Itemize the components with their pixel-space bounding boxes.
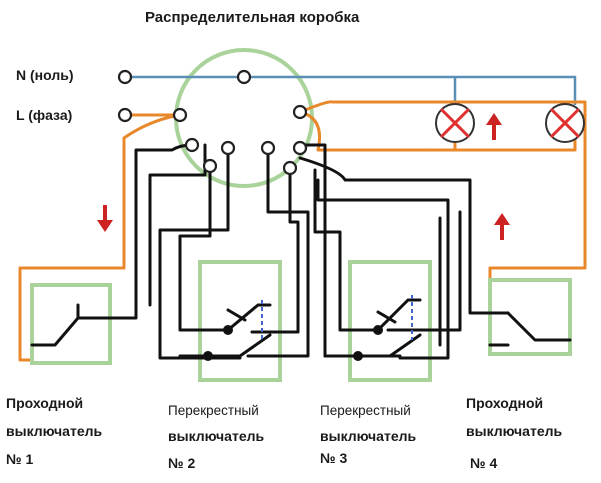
arrow-icon xyxy=(486,113,502,140)
switch-box-3 xyxy=(348,260,432,382)
junction-lamp-terminal xyxy=(292,104,308,120)
junction-terminal-3 xyxy=(260,140,276,156)
junction-neutral-terminal xyxy=(236,69,252,85)
switch-2-contacts xyxy=(178,300,272,361)
arrow-icon xyxy=(494,213,510,240)
switch-3-contacts xyxy=(323,295,422,361)
caption-switch-4: Проходной выключатель № 4 xyxy=(466,395,563,471)
signal-wires xyxy=(106,143,510,360)
lamp-icon xyxy=(545,103,585,143)
neutral-terminal xyxy=(117,69,133,85)
switch-box-1 xyxy=(30,283,112,365)
switch-4-contacts xyxy=(488,311,572,347)
switch-2-node-top xyxy=(223,325,233,335)
neutral-wire xyxy=(125,75,577,105)
switch-1-kind: выключатель xyxy=(6,423,103,439)
junction-terminal-1 xyxy=(184,137,200,153)
switch-4-type: Проходной xyxy=(466,395,543,411)
switch-3-number: № 3 xyxy=(320,450,347,466)
phase-terminal xyxy=(117,107,133,123)
switch-4-number: № 4 xyxy=(470,455,497,471)
switch-3-type: Перекрестный xyxy=(320,403,411,418)
switch-2-kind: выключатель xyxy=(168,428,265,444)
arrow-icon xyxy=(97,205,113,232)
junction-phase-in-terminal xyxy=(172,107,188,123)
caption-switch-2: Перекрестный выключатель № 2 xyxy=(168,403,265,471)
switch-2-type: Перекрестный xyxy=(168,403,259,418)
junction-terminal-6 xyxy=(282,160,298,176)
switch-3-kind: выключатель xyxy=(320,428,417,444)
junction-terminal-2 xyxy=(220,140,236,156)
phase-label: L (фаза) xyxy=(16,107,72,123)
switch-1-number: № 1 xyxy=(6,451,33,467)
switch-2-number: № 2 xyxy=(168,455,195,471)
junction-terminal-4 xyxy=(292,140,308,156)
switch-1-contacts xyxy=(30,303,110,347)
caption-switch-3: Перекрестный выключатель № 3 xyxy=(320,403,417,466)
junction-terminal-5 xyxy=(202,158,218,174)
diagram-title: Распределительная коробка xyxy=(145,9,360,26)
lamp-icon xyxy=(435,103,475,143)
switch-box-4 xyxy=(488,278,572,356)
junction-terminals xyxy=(117,69,308,176)
switch-3-node-top xyxy=(373,325,383,335)
caption-switch-1: Проходной выключатель № 1 xyxy=(6,395,103,467)
neutral-label: N (ноль) xyxy=(16,67,73,83)
switch-4-kind: выключатель xyxy=(466,423,563,439)
switch-1-type: Проходной xyxy=(6,395,83,411)
